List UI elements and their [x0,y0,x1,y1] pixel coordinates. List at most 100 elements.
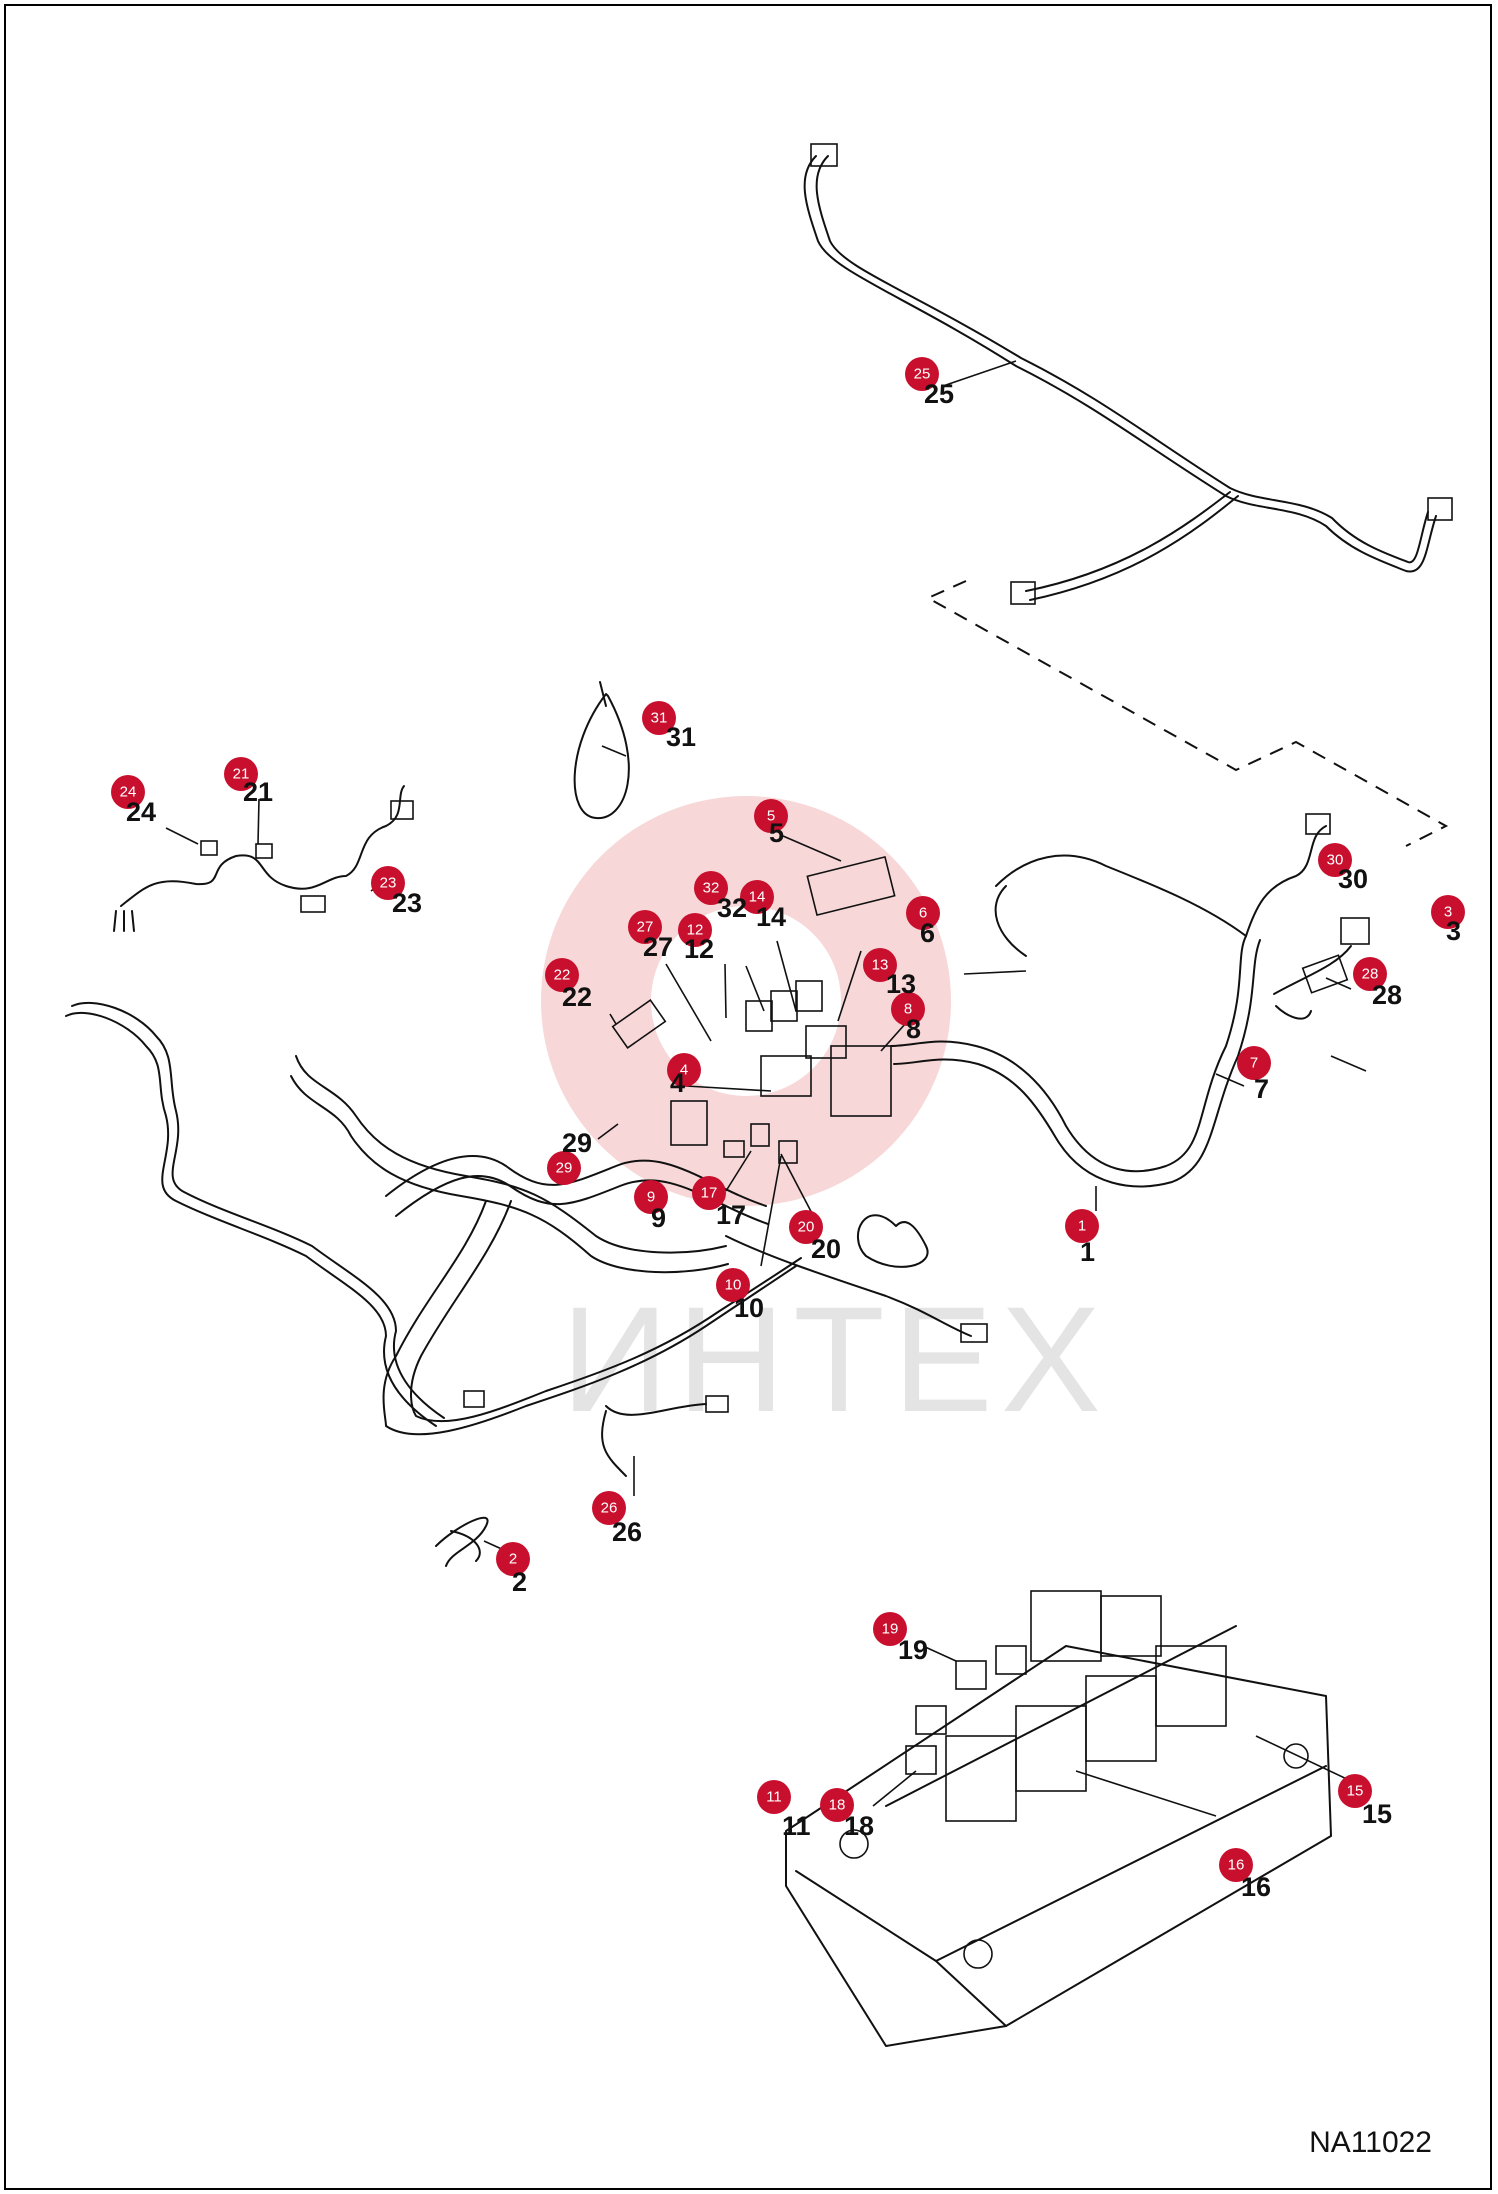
callout-number-1: 1 [1080,1237,1095,1267]
callout-badge-26 [592,1491,626,1525]
callout-number-14: 14 [756,902,786,932]
callout-badge-label-22: 22 [554,967,571,984]
callout-badge-13 [863,948,897,982]
tie-strap-loop [573,681,630,820]
callout-badge-6 [906,896,940,930]
callout-badge-label-5: 5 [767,808,775,825]
callout-badge-label-26: 26 [601,1500,618,1517]
callout-number-25: 25 [924,379,954,409]
callout-badge-label-13: 13 [872,957,889,974]
callout-badge-label-23: 23 [380,875,397,892]
callout-badge-3 [1431,895,1465,929]
callout-badge-11 [757,1780,791,1814]
callout-number-31: 31 [666,722,696,752]
callout-badge-label-8: 8 [904,1001,912,1018]
left-sub-harness [113,785,414,932]
callout-number-22: 22 [562,982,592,1012]
callout-number-6: 6 [920,918,935,948]
callout-badge-28 [1353,957,1387,991]
callout-8: 88 [891,992,925,1044]
main-harness [65,813,1370,1477]
callout-badge-label-25: 25 [914,366,931,383]
callout-badge-5 [754,799,788,833]
callout-badge-10 [716,1268,750,1302]
callout-badge-24 [111,775,145,809]
callout-badge-label-17: 17 [701,1185,718,1202]
clip-part [435,1516,489,1567]
callout-badge-label-14: 14 [749,889,766,906]
callout-badge-label-1: 1 [1078,1218,1086,1235]
callout-badge-label-12: 12 [687,922,704,939]
callout-number-4: 4 [670,1068,685,1098]
callout-1: 11 [1065,1209,1099,1267]
callout-badge-9 [634,1180,668,1214]
callout-badge-1 [1065,1209,1099,1243]
callout-badge-30 [1318,843,1352,877]
callout-badge-17 [692,1176,726,1210]
callout-badge-14 [740,880,774,914]
diagram-frame: ИНТЕХ [4,4,1492,2190]
callout-badge-label-27: 27 [637,919,654,936]
callout-badge-label-21: 21 [233,766,250,783]
callout-9: 99 [634,1180,668,1233]
callout-number-19: 19 [898,1635,928,1665]
upper-harness [803,143,1453,605]
callout-number-28: 28 [1372,980,1402,1010]
callout-badge-16 [1219,1848,1253,1882]
callout-badge-label-32: 32 [703,880,720,897]
callout-number-13: 13 [886,969,916,999]
callout-2: 22 [496,1542,530,1597]
callout-badge-25 [905,357,939,391]
watermark-text: ИНТЕХ [561,1275,1109,1443]
callout-badge-31 [642,701,676,735]
callout-4: 44 [667,1053,701,1098]
callout-6: 66 [906,896,940,948]
callout-badge-15 [1338,1774,1372,1808]
callout-number-9: 9 [651,1203,666,1233]
callout-layer: 1122334455667788991010111112121313141415… [111,357,1465,1902]
callout-badge-label-24: 24 [120,784,137,801]
callout-badge-20 [789,1210,823,1244]
callout-number-26: 26 [612,1517,642,1547]
callout-badge-label-4: 4 [680,1062,688,1079]
callout-number-20: 20 [811,1234,841,1264]
callout-number-10: 10 [734,1293,764,1323]
callout-badge-21 [224,757,258,791]
callout-badge-label-10: 10 [725,1277,742,1294]
callout-number-23: 23 [392,888,422,918]
callout-badge-label-9: 9 [647,1189,655,1206]
callout-number-11: 11 [782,1811,811,1841]
wiring-harness-diagram: ИНТЕХ [65,143,1465,2047]
callout-number-17: 17 [716,1200,746,1230]
callout-number-21: 21 [243,777,273,807]
callout-badge-12 [678,913,712,947]
callout-badge-label-20: 20 [798,1219,815,1236]
callout-badge-label-2: 2 [509,1551,517,1568]
callout-number-18: 18 [844,1811,874,1841]
callout-badge-label-18: 18 [829,1797,846,1814]
callout-badge-22 [545,958,579,992]
callout-number-27: 27 [643,932,673,962]
drawing-code: NA11022 [1309,2126,1432,2159]
callout-badge-label-29: 29 [556,1160,573,1177]
callout-number-5: 5 [769,818,784,848]
callout-badge-label-30: 30 [1327,852,1344,869]
callout-number-16: 16 [1241,1872,1271,1902]
callout-3: 33 [1431,895,1465,946]
